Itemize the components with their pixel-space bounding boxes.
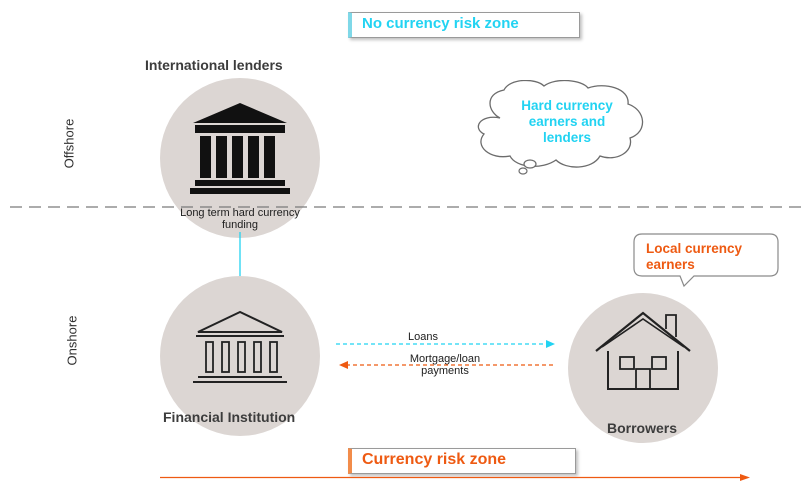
loans-label: Loans: [408, 331, 438, 343]
funding-label-line-1: Long term hard currency: [180, 207, 300, 219]
callout-line-2: earners: [646, 257, 695, 272]
bank-icon-bold: [190, 103, 290, 194]
cloud-line-3: lenders: [542, 130, 592, 145]
cloud-line-1: Hard currency: [521, 98, 613, 113]
funding-label: Long term hard currency funding: [160, 207, 320, 231]
currency-risk-zone-text: Currency risk zone: [362, 451, 507, 468]
borrowers-circle: [568, 293, 718, 443]
financial-institution-circle: [160, 276, 320, 436]
financial-institution-title: Financial Institution: [163, 409, 296, 425]
cloud-text: Hard currency earners and lenders: [502, 98, 632, 146]
no-currency-risk-zone-label: No currency risk zone: [348, 12, 580, 38]
payments-label-line-2: payments: [421, 365, 469, 377]
cloud-line-2: earners and: [528, 114, 606, 129]
risk-zone-arrow: [160, 474, 750, 481]
payments-arrow: [339, 361, 556, 369]
no-currency-risk-zone-text: No currency risk zone: [362, 15, 519, 32]
offshore-onshore-divider: [10, 206, 801, 208]
thought-cloud: [477, 80, 644, 175]
international-lenders-title: International lenders: [145, 57, 283, 73]
loans-arrow: [336, 340, 555, 348]
borrowers-title: Borrowers: [607, 420, 678, 436]
house-icon: [595, 311, 691, 390]
payments-label: Mortgage/loan payments: [390, 353, 500, 377]
callout-line-1: Local currency: [646, 241, 743, 256]
international-lenders-circle: [160, 78, 320, 238]
callout-text: Local currency earners: [646, 241, 776, 273]
funding-label-line-2: funding: [221, 219, 259, 231]
currency-risk-zone-label: Currency risk zone: [348, 448, 576, 474]
payments-label-line-1: Mortgage/loan: [409, 353, 481, 365]
bank-icon-outline: [193, 310, 287, 383]
onshore-label: Onshore: [64, 315, 80, 366]
offshore-label: Offshore: [61, 118, 77, 169]
local-currency-callout: [633, 233, 779, 288]
